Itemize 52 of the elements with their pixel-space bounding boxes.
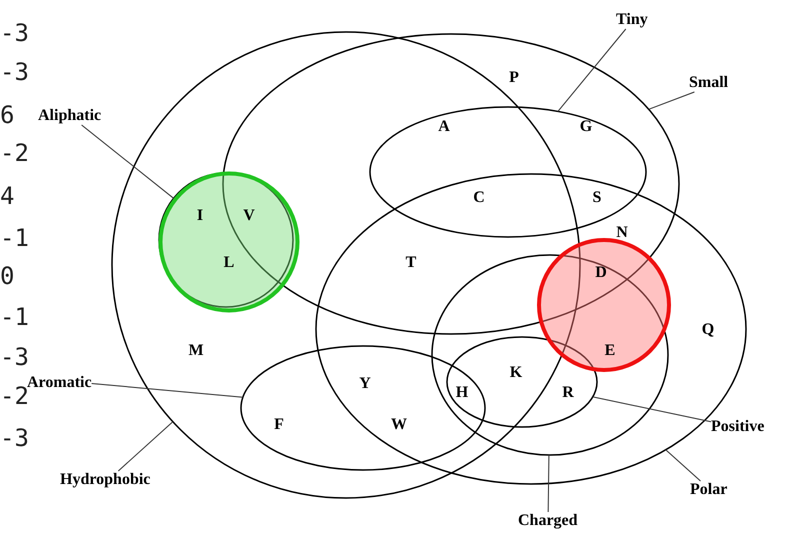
amino-acid-letter: D [595,264,607,282]
set-ellipse [446,336,598,428]
amino-acid-letter: W [391,416,407,434]
set-label: Small [689,74,728,92]
amino-acid-letter: A [438,118,450,136]
amino-acid-letter: V [243,207,255,225]
leader-line [81,124,174,199]
leader-line [118,421,174,472]
amino-acid-letter: C [473,189,485,207]
set-label: Tiny [616,11,648,29]
set-ellipse [431,254,669,456]
set-label: Positive [711,418,764,436]
amino-acid-letter: L [224,254,234,272]
amino-acid-letter: F [274,416,284,434]
amino-acid-letter: T [406,254,416,272]
scale-number: -1 [0,225,29,251]
amino-acid-letter: S [592,189,602,207]
set-label: Aliphatic [38,107,102,125]
scale-number: 4 [0,183,14,209]
scale-number: 0 [0,263,14,289]
scale-number: -3 [0,20,29,46]
leader-line [592,396,712,422]
scale-number: -3 [0,425,29,451]
set-label: Hydrophobic [60,471,150,489]
leader-line [548,454,550,512]
leader-line [648,92,695,110]
scale-number: -3 [0,59,29,85]
leader-line [665,449,701,482]
amino-acid-letter: R [562,384,574,402]
leader-line [557,28,626,112]
amino-acid-letter: M [188,342,204,360]
amino-acid-letter: H [456,384,468,402]
scale-number: -2 [0,140,29,166]
scale-number: -3 [0,344,29,370]
amino-acid-letter: Y [359,375,371,393]
set-label: Polar [690,481,728,499]
amino-acid-letter: Q [702,321,714,339]
scale-number: 6 [0,102,14,128]
set-label: Charged [518,512,578,530]
amino-acid-letter: E [604,342,616,360]
set-label: Aromatic [27,374,92,392]
amino-acid-letter: I [196,207,204,225]
amino-acid-letter: K [510,364,522,382]
amino-acid-letter: P [509,69,519,87]
set-ellipse [222,33,680,335]
amino-acid-letter: N [616,224,628,242]
set-ellipse [369,106,647,238]
scale-number: -1 [0,304,29,330]
highlight-circle [537,238,671,372]
amino-acid-letter: G [580,118,592,136]
leader-line [91,383,244,398]
set-ellipse [240,345,486,471]
